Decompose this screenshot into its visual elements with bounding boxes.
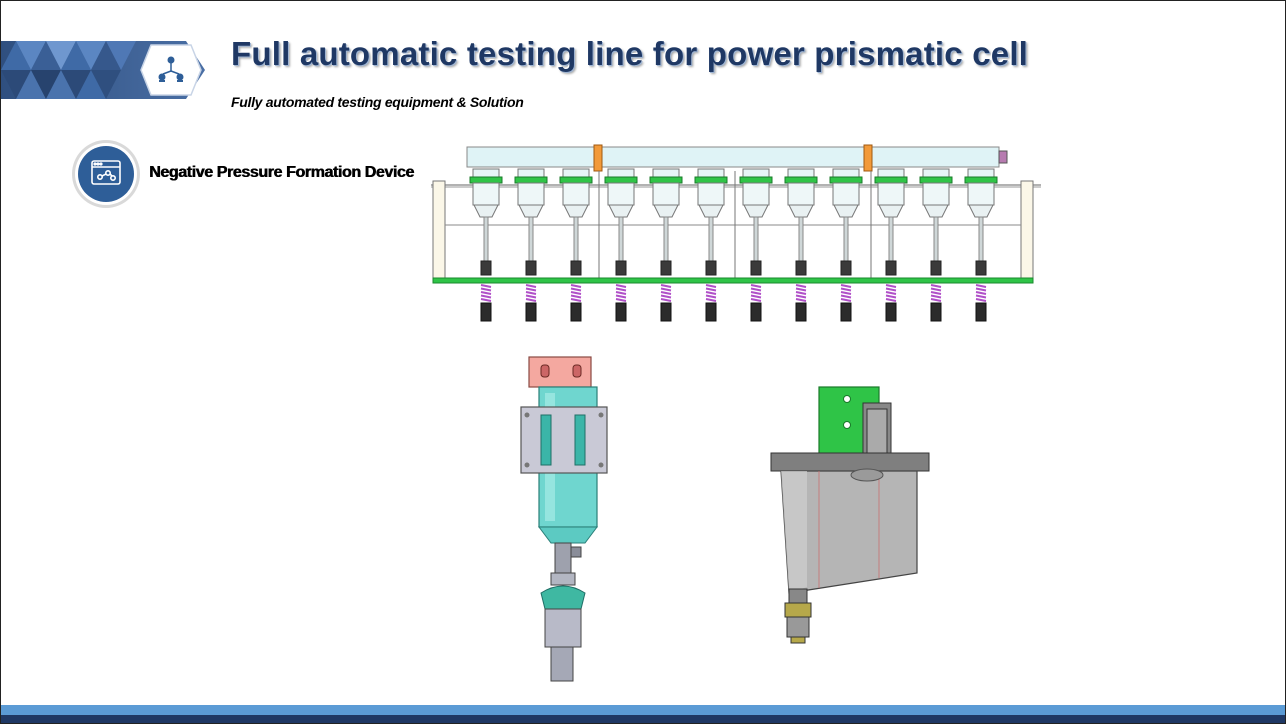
network-icon [158, 56, 184, 82]
nozzle [694, 168, 728, 322]
nozzle [964, 168, 998, 322]
nozzle [829, 168, 863, 322]
nozzle [604, 168, 638, 322]
nozzle-row [469, 168, 998, 322]
nozzle [874, 168, 908, 322]
tank-unit-drawing [770, 386, 930, 644]
nozzle [919, 168, 953, 322]
section-badge [72, 140, 140, 208]
slide-subtitle: Fully automated testing equipment & Solu… [231, 94, 524, 110]
app-window-icon [91, 160, 121, 185]
nozzle [649, 168, 683, 322]
manifold-drawing [431, 144, 1041, 322]
nozzle [784, 168, 818, 322]
nozzle [514, 168, 548, 322]
header-band [1, 41, 205, 99]
nozzle [469, 168, 503, 322]
nozzle [739, 168, 773, 322]
nozzle [559, 168, 593, 322]
manifold-frame [431, 144, 1041, 284]
section-label: Negative Pressure Formation Device [149, 164, 414, 181]
filter-unit-drawing [520, 356, 608, 682]
slide-title: Full automatic testing line for power pr… [231, 35, 1029, 72]
footer-bar [1, 705, 1285, 723]
